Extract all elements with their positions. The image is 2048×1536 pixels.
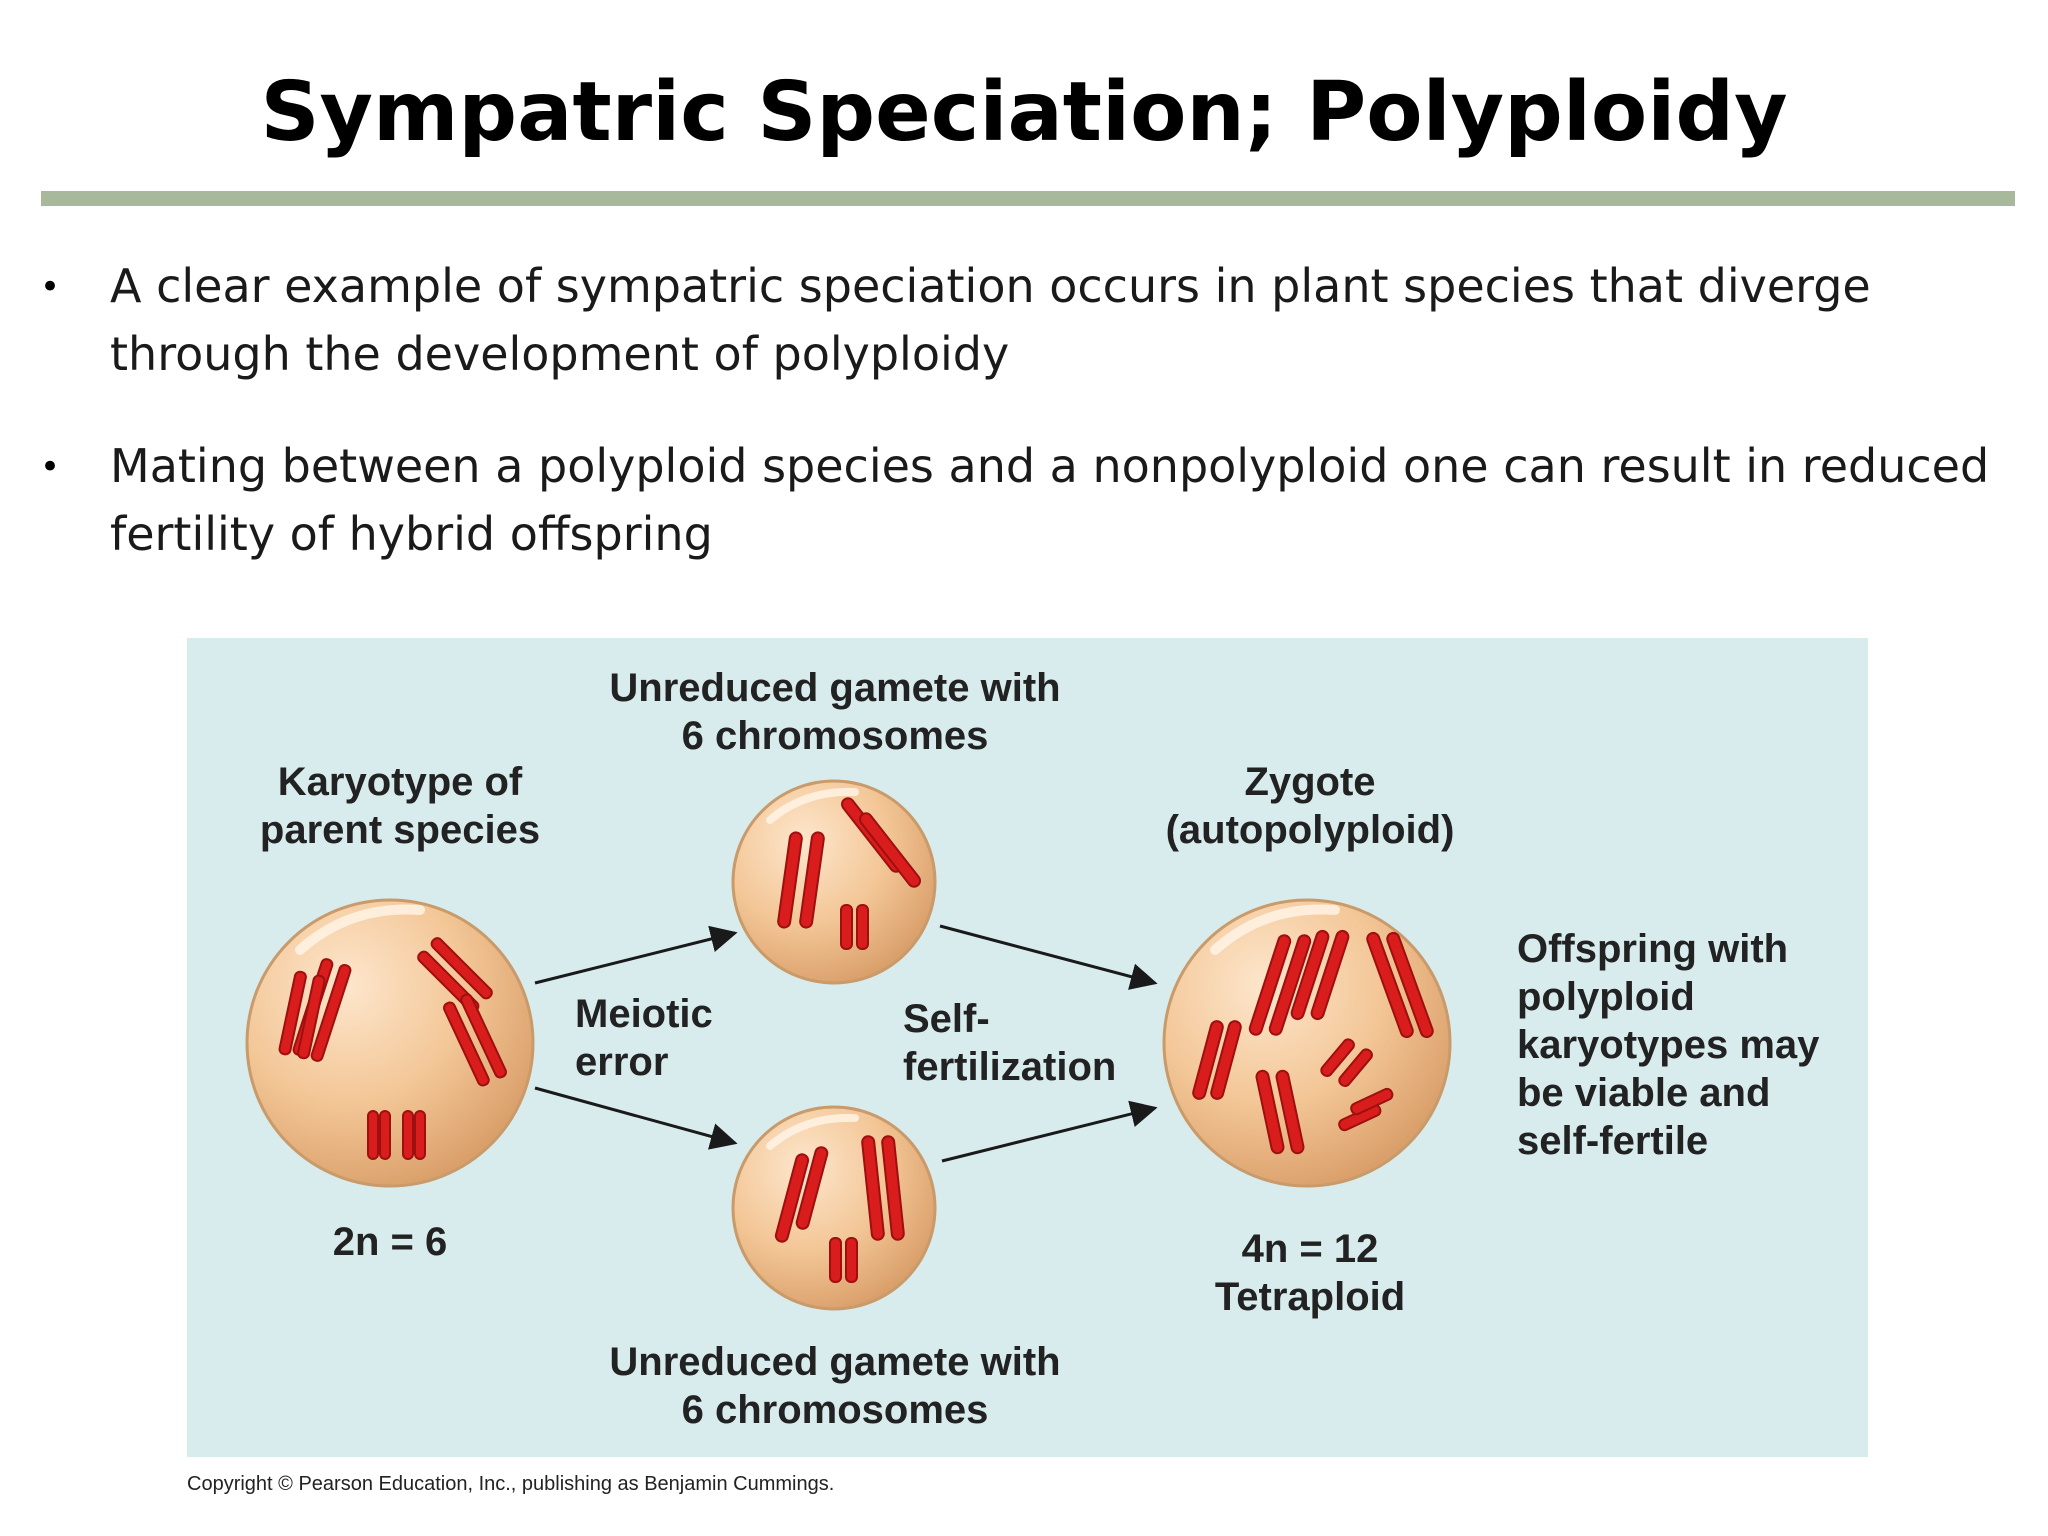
title-rule	[41, 191, 2015, 206]
zygote-chromosomes	[1192, 929, 1434, 1155]
gamete-bottom-chromosomes	[774, 1135, 905, 1283]
gamete-top-chromosomes	[777, 797, 922, 950]
zygote-ploidy-label: 4n = 12	[1241, 1227, 1379, 1271]
bullet-dot: •	[40, 267, 61, 307]
gamete-top-label: Unreduced gamete with 6 chromosomes	[609, 666, 1061, 758]
tetraploid-label: Tetraploid	[1214, 1275, 1406, 1319]
bullet-dot: •	[40, 447, 61, 487]
parent-chromosomes	[278, 937, 507, 1160]
arrow-self-fertilization-top	[939, 924, 1158, 990]
bullet-text: A clear example of sympatric speciation …	[110, 259, 1871, 381]
arrow-meiotic-error-top	[534, 925, 738, 985]
parent-ploidy-label: 2n = 6	[332, 1220, 448, 1264]
copyright-text: Copyright © Pearson Education, Inc., pub…	[187, 1473, 835, 1495]
meiotic-error-label: Meiotic error	[575, 992, 713, 1084]
slide-title: Sympatric Speciation; Polyploidy	[260, 65, 1788, 160]
self-fertilization-label: Self- fertilization	[903, 997, 1117, 1089]
gamete-bottom-label: Unreduced gamete with 6 chromosomes	[609, 1340, 1061, 1432]
bullet-text: Mating between a polyploid species and a…	[110, 439, 1990, 561]
arrow-self-fertilization-bottom	[941, 1100, 1158, 1163]
arrow-meiotic-error-bottom	[534, 1086, 738, 1150]
gamete-top-cell	[731, 779, 937, 985]
zygote-label: Zygote (autopolyploid)	[1165, 760, 1455, 852]
parent-species-label: Karyotype of parent species	[259, 760, 541, 852]
offspring-label: Offspring with polyploid karyotypes may …	[1517, 927, 1820, 1163]
